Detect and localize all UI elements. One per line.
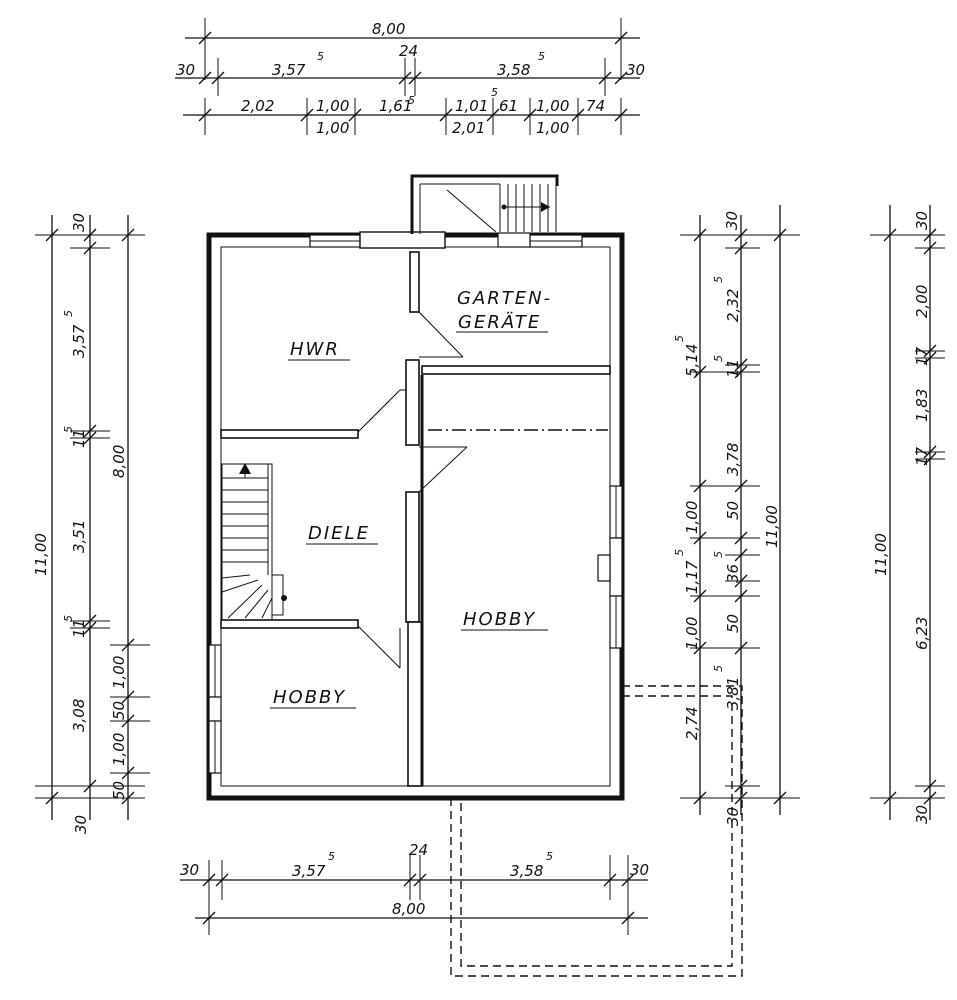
dim-top-100b: 1,00 <box>536 97 569 115</box>
dim-right-50b: 50 <box>724 614 742 633</box>
dim-top-100a: 1,00 <box>316 97 349 115</box>
dim-top-100b-bot: 1,00 <box>536 119 569 137</box>
room-labels: HWR GARTEN- GERÄTE DIELE HOBBY HOBBY <box>270 288 552 709</box>
room-diele: DIELE <box>308 523 370 544</box>
dim-far-30-bot: 30 <box>913 805 931 824</box>
dim-top-357: 3,57 <box>272 61 306 79</box>
dim-top-mid-sup: 5 <box>491 86 498 99</box>
dim-left-800: 8,00 <box>110 445 128 478</box>
dim-bot-total: 8,00 <box>392 900 425 918</box>
dim-left-30-top: 30 <box>70 213 88 232</box>
dim-right-50a: 50 <box>724 501 742 520</box>
dim-far-17b: 17 <box>913 446 931 466</box>
dim-far-623: 6,23 <box>913 617 931 650</box>
dim-bot-357: 3,57 <box>292 862 326 880</box>
dim-far-183: 1,83 <box>913 389 931 422</box>
dim-bot-30-left: 30 <box>180 861 199 879</box>
dim-right-36-sup: 5 <box>712 551 725 558</box>
dim-far-17a: 17 <box>913 346 931 366</box>
dim-right-36: 36 <box>724 564 742 583</box>
dim-top-24: 24 <box>399 42 418 60</box>
dim-right-514: 5,14 <box>683 344 701 377</box>
dim-left-100a: 1,00 <box>110 656 128 689</box>
dim-right-total: 11,00 <box>763 505 781 548</box>
bottom-dimensions: 30 3,57 5 24 3,58 5 30 8,00 <box>180 841 649 935</box>
dim-right-100a: 1,00 <box>683 501 701 534</box>
dim-right-274: 2,74 <box>683 707 701 740</box>
dim-left-30-bot: 30 <box>72 815 90 834</box>
dim-bot-358: 3,58 <box>510 862 543 880</box>
dim-left-total: 11,00 <box>32 533 50 576</box>
building-walls <box>206 174 743 977</box>
far-right-dimensions: 30 2,00 17 1,83 17 11,00 6,23 30 <box>870 205 945 824</box>
dim-left-308: 3,08 <box>70 699 88 732</box>
dim-left-11b-sup: 5 <box>62 615 75 622</box>
dim-top-202: 2,02 <box>241 97 274 115</box>
room-hobby-small: HOBBY <box>273 687 346 708</box>
dim-far-30-top: 30 <box>913 211 931 230</box>
dim-bot-30-right: 30 <box>630 861 649 879</box>
room-hwr: HWR <box>290 339 340 360</box>
dim-top-358: 3,58 <box>497 61 530 79</box>
dim-top-201: 2,01 <box>452 119 485 137</box>
room-garten-line2: GERÄTE <box>458 312 541 333</box>
room-hobby-large: HOBBY <box>463 609 536 630</box>
dim-top-101: 1,01 <box>455 97 488 115</box>
dim-left-351: 3,51 <box>70 520 88 553</box>
dim-top-100a-bot: 1,00 <box>316 119 349 137</box>
dim-right-514-sup: 5 <box>673 335 686 342</box>
dim-right-30-top: 30 <box>723 211 741 230</box>
dim-left-357: 3,57 <box>70 324 88 358</box>
outside-steps <box>499 184 557 232</box>
dim-left-11b: 11 <box>70 619 88 638</box>
dim-top-total: 8,00 <box>372 20 405 38</box>
dim-top-30-left: 30 <box>176 61 195 79</box>
dim-right-232-sup: 5 <box>712 276 725 283</box>
dim-right-381: 3,81 <box>724 677 742 710</box>
dim-left-50a: 50 <box>110 701 128 720</box>
dim-top-30-right: 30 <box>626 61 645 79</box>
dim-top-357-sup: 5 <box>317 50 324 63</box>
interior-stairs <box>221 463 287 621</box>
dim-right-11: 11 <box>724 359 742 378</box>
dim-top-161: 1,61 <box>379 97 412 115</box>
dim-bot-357-sup: 5 <box>328 850 335 863</box>
dim-top-61: 61 <box>499 97 518 115</box>
dim-bot-358-sup: 5 <box>546 850 553 863</box>
dim-bot-24: 24 <box>409 841 428 859</box>
dim-top-358-sup: 5 <box>538 50 545 63</box>
dim-left-50b: 50 <box>110 781 128 800</box>
dim-top-161-sup: 5 <box>408 94 415 107</box>
dim-right-381-sup: 5 <box>712 665 725 672</box>
dim-far-total: 11,00 <box>872 533 890 576</box>
dim-right-30-bot: 30 <box>724 807 742 826</box>
dim-left-11a-sup: 5 <box>62 426 75 433</box>
dim-top-74: 74 <box>586 97 605 115</box>
dim-right-11-sup: 5 <box>712 355 725 362</box>
dim-right-100b: 1,00 <box>683 617 701 650</box>
dim-right-117-sup: 5 <box>673 549 686 556</box>
dim-left-11a: 11 <box>70 429 88 448</box>
right-dimensions: 30 2,32 5 5,14 5 11 5 3,78 1,00 50 1,17 … <box>673 205 800 826</box>
dim-left-100b: 1,00 <box>110 733 128 766</box>
top-dimensions: 8,00 30 3,57 5 24 3,58 5 30 <box>175 18 645 137</box>
dim-right-378: 3,78 <box>724 443 742 476</box>
dim-right-117: 1,17 <box>683 560 701 594</box>
dim-left-357-sup: 5 <box>62 310 75 317</box>
dim-far-200: 2,00 <box>913 285 931 318</box>
left-dimensions: 30 3,57 5 11 5 3,51 11 5 3,08 30 11,00 8… <box>32 213 150 834</box>
dim-right-232: 2,32 <box>724 289 742 322</box>
room-garten-line1: GARTEN- <box>457 288 552 309</box>
